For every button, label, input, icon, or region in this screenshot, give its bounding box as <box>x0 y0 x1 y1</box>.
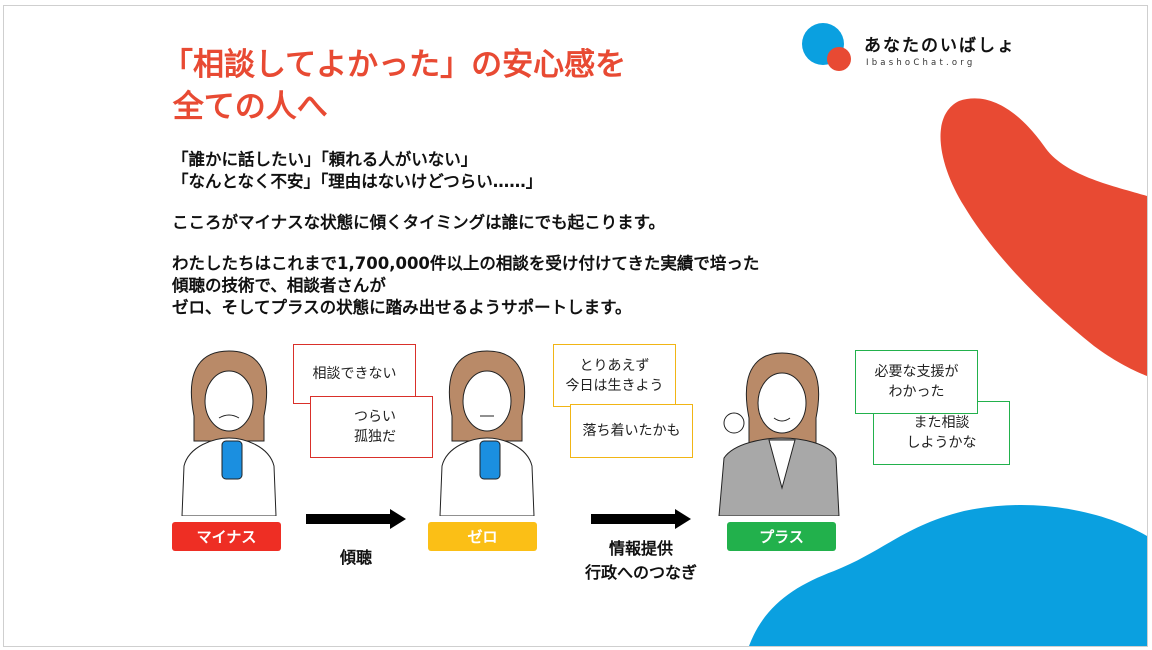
speech-bubble-text: つらい 孤独だ <box>354 409 396 445</box>
speech-bubble-zero-1: とりあえず 今日は生きよう <box>553 344 676 407</box>
person-worried-illustration <box>181 350 277 516</box>
speech-bubble-minus-1: 相談できない <box>293 344 416 404</box>
logo-name: あなたのいばしょ <box>864 36 1016 56</box>
slide-title: 「相談してよかった」の安心感を 全ての人へ <box>162 47 627 125</box>
body-paragraph: 「誰かに話したい」「頼れる人がいない」 「なんとなく不安」「理由はないけどつらい… <box>172 150 543 191</box>
transition-caption-info: 情報提供 行政へのつなぎ <box>584 539 697 582</box>
body-text: 「誰かに話したい」「頼れる人がいない」 「なんとなく不安」「理由はないけどつらい… <box>172 149 759 338</box>
stage-label-plus: プラス <box>727 522 836 551</box>
stage-label-minus: マイナス <box>172 522 281 551</box>
stage-label-zero: ゼロ <box>428 522 537 551</box>
slide: あなたのいばしょ IbashoChat.org 「相談してよかった」の安心感を … <box>3 5 1148 647</box>
decorative-blobs <box>749 98 1147 646</box>
speech-bubble-minus-2: つらい 孤独だ <box>310 396 433 458</box>
speech-bubble-plus-1: 必要な支援が わかった <box>855 350 978 414</box>
speech-bubble-zero-2: 落ち着いたかも <box>570 404 693 458</box>
transition-caption-listening: 傾聴 <box>339 548 372 567</box>
body-paragraph: こころがマイナスな状態に傾くタイミングは誰にでも起こります。 <box>172 213 666 232</box>
body-paragraph: わたしたちはこれまで1,700,000件以上の相談を受け付けてきた実績で培った … <box>172 254 760 317</box>
person-positive-illustration <box>718 352 840 516</box>
logo-mark <box>802 23 851 71</box>
blue-blob <box>749 505 1147 646</box>
red-blob <box>940 98 1147 376</box>
logo-url: IbashoChat.org <box>866 58 976 68</box>
person-neutral-illustration <box>439 350 535 516</box>
